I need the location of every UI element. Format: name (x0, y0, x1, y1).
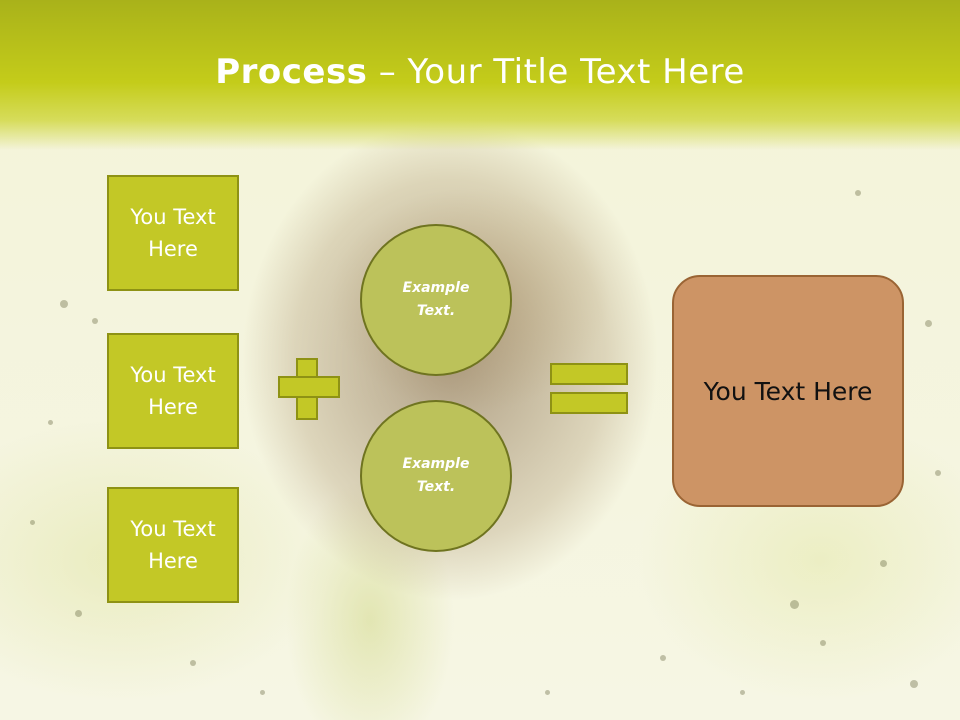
left-box-1-label: You Text Here (130, 205, 216, 261)
title-bar (0, 0, 960, 150)
result-box: You Text Here (672, 275, 904, 507)
circle-bottom-label: Example Text. (402, 456, 470, 495)
result-label: You Text Here (703, 376, 873, 406)
left-box-1: You Text Here (107, 175, 239, 291)
title-bold: Process (215, 52, 368, 92)
left-box-2-label: You Text Here (130, 363, 216, 419)
title-rest: – Your Title Text Here (367, 52, 745, 92)
circle-bottom: Example Text. (360, 400, 512, 552)
left-box-2: You Text Here (107, 333, 239, 449)
circle-top-label: Example Text. (402, 280, 470, 319)
circle-top: Example Text. (360, 224, 512, 376)
slide-title: Process – Your Title Text Here (0, 52, 960, 92)
left-box-3: You Text Here (107, 487, 239, 603)
left-box-3-label: You Text Here (130, 517, 216, 573)
